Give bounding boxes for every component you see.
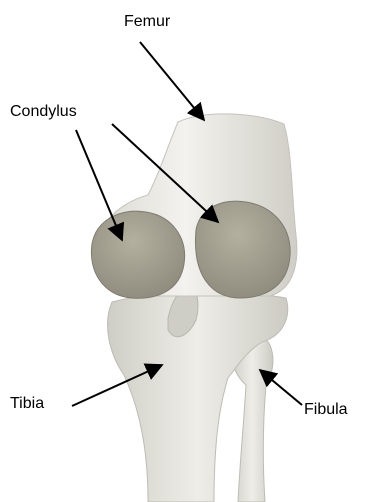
condylus-label: Condylus (10, 104, 77, 120)
femur-arrow (140, 42, 204, 120)
fibula-label: Fibula (304, 402, 348, 418)
tibia-label: Tibia (10, 396, 44, 412)
left-condyle (91, 211, 184, 298)
femur-label: Femur (124, 14, 170, 30)
fibula-arrow (260, 370, 302, 405)
condylus-arrow-left (76, 130, 122, 240)
